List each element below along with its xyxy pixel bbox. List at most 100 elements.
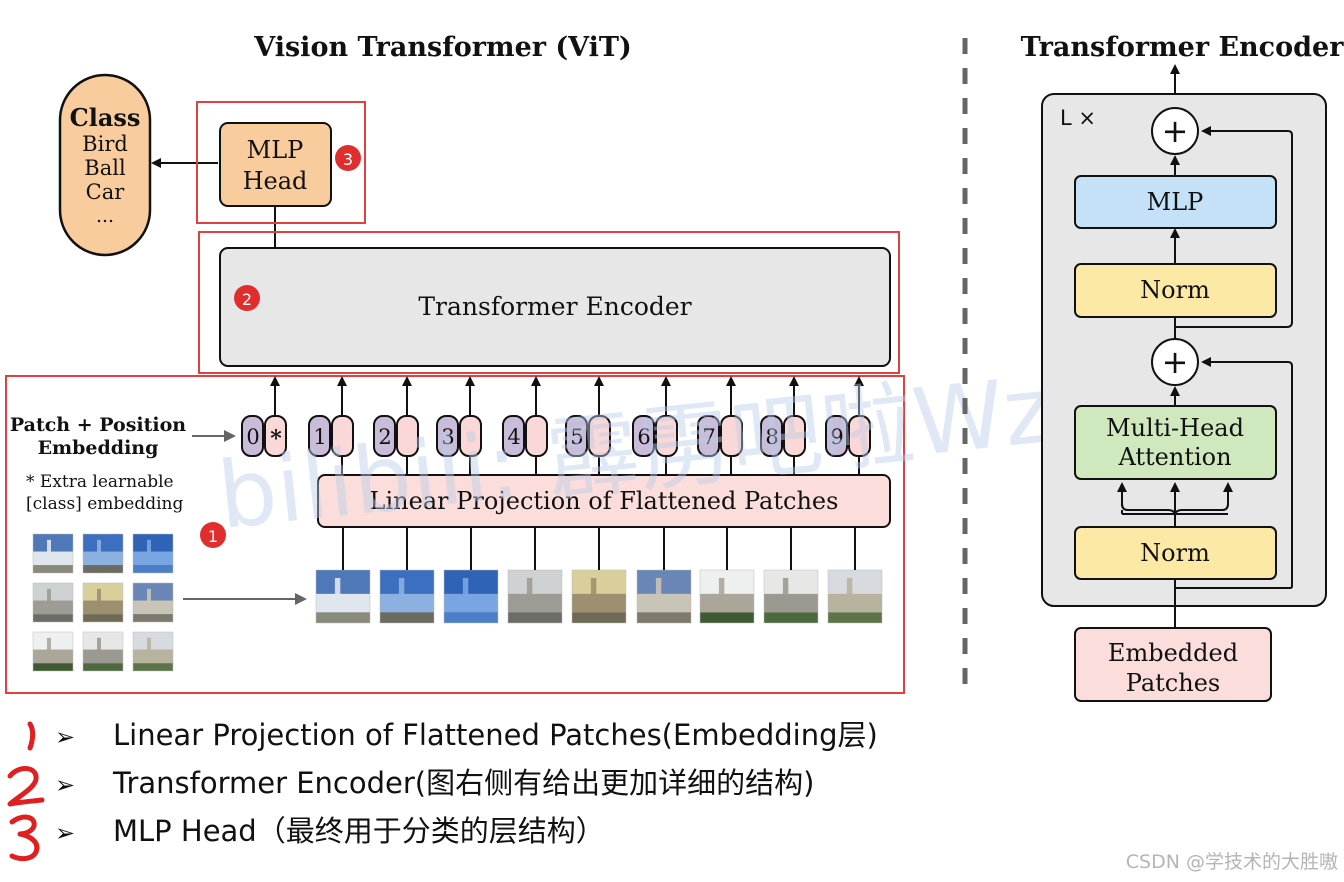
image-patch (827, 569, 883, 624)
token-pair: 9 (825, 376, 871, 475)
image-patch (82, 631, 124, 672)
token-index: 5 (570, 425, 583, 449)
embedded-patches-label: Embedded (1108, 639, 1238, 667)
note-row-2: ➢ Transformer Encoder(图右侧有给出更加详细的结构) (7, 766, 814, 807)
image-patch (699, 569, 755, 624)
class-item: Ball (84, 156, 126, 180)
region-badge-label: 2 (242, 290, 252, 309)
position-embedding-token (697, 415, 720, 457)
token-pair: 4 (502, 376, 548, 475)
residual-path-2 (1175, 126, 1293, 328)
position-embedding-token (825, 415, 848, 457)
token-index: 2 (378, 425, 391, 449)
image-patch (82, 582, 124, 623)
token-index: 6 (637, 425, 650, 449)
region-outline-encoder (198, 231, 900, 374)
image-patch (132, 582, 174, 623)
position-embedding-token (760, 415, 783, 457)
token-pair: 0* (241, 376, 287, 457)
token-index: 1 (313, 425, 326, 449)
norm-top-label: Norm (1140, 276, 1210, 304)
note-text: Linear Projection of Flattened Patches(E… (113, 718, 878, 752)
token-pair: 3 (436, 376, 482, 475)
token-pair: 2 (373, 376, 419, 475)
image-patch (443, 569, 499, 624)
linear-projection-label: Linear Projection of Flattened Patches (370, 487, 839, 515)
flattened-patches (315, 527, 883, 624)
image-patch (82, 533, 124, 574)
add-symbol: + (1162, 343, 1189, 381)
image-patch (507, 569, 563, 624)
token-pair: 7 (697, 376, 743, 475)
image-patch (315, 569, 371, 624)
handwritten-marker-1 (27, 721, 36, 751)
extra-note: [class] embedding (26, 494, 183, 514)
footer-credit: CSDN @学技术的大胜嗷 (1126, 851, 1338, 873)
image-patch (132, 631, 174, 672)
token-index: 3 (441, 425, 454, 449)
note-bullet: ➢ (55, 819, 75, 847)
token-pair: 6 (632, 376, 678, 475)
region-badge-3 (335, 145, 361, 171)
extra-note: * Extra learnable (26, 472, 174, 492)
vit-title: Vision Transformer (ViT) (253, 32, 632, 63)
region-badge-label: 1 (208, 527, 218, 546)
mlp-label: MLP (1147, 188, 1204, 216)
token-index: 4 (507, 425, 520, 449)
region-badge-1 (200, 522, 226, 548)
position-embedding-token (241, 415, 264, 457)
image-patch (571, 569, 627, 624)
image-patch (132, 533, 174, 574)
image-patch (763, 569, 819, 624)
note-text: Transformer Encoder(图右侧有给出更加详细的结构) (112, 766, 814, 800)
class-token-symbol: * (270, 426, 282, 452)
add-node-2 (1151, 107, 1199, 155)
mlp-head-label: Head (243, 167, 308, 195)
class-item: ... (96, 205, 114, 227)
linear-projection-box (317, 474, 891, 528)
repeat-label: L × (1060, 106, 1096, 130)
image-patch (379, 569, 435, 624)
class-item: Car (86, 180, 126, 204)
position-embedding-token (308, 415, 331, 457)
note-text: MLP Head（最终用于分类的层结构） (113, 814, 605, 848)
position-embedding-token (373, 415, 396, 457)
embedding-label: Embedding (38, 437, 159, 459)
position-embedding-token (632, 415, 655, 457)
attention-label: Multi-Head (1106, 414, 1244, 442)
input-image-grid (32, 533, 174, 672)
add-symbol: + (1162, 112, 1189, 150)
image-patch (32, 582, 74, 623)
token-pair: 1 (308, 376, 354, 475)
mlp-head-label: MLP (247, 136, 304, 164)
note-row-3: ➢ MLP Head（最终用于分类的层结构） (9, 814, 605, 862)
residual-path-1 (1175, 357, 1293, 589)
embedded-patches-label: Patches (1126, 669, 1220, 697)
transformer-encoder-label: Transformer Encoder (418, 292, 691, 321)
class-item: Bird (82, 132, 128, 156)
token-index: 9 (830, 425, 843, 449)
handwritten-marker-2 (7, 766, 45, 807)
image-patch (32, 533, 74, 574)
token-pair: 8 (760, 376, 806, 475)
image-patch (32, 631, 74, 672)
position-embedding-token (565, 415, 588, 457)
token-pair: 5 (565, 376, 611, 475)
note-row-1: ➢ Linear Projection of Flattened Patches… (27, 718, 878, 752)
image-patch (636, 569, 692, 624)
region-outline-mlp-head (196, 101, 366, 224)
handwritten-marker-3 (9, 814, 40, 862)
region-badge-2 (234, 285, 260, 311)
attention-label: Attention (1117, 443, 1231, 471)
encoder-detail-title: Transformer Encoder (1021, 32, 1344, 63)
class-title: Class (70, 103, 141, 132)
embedding-label: Patch + Position (10, 414, 186, 436)
token-index: 7 (702, 425, 715, 449)
region-badge-label: 3 (343, 150, 353, 169)
note-bullet: ➢ (55, 771, 75, 799)
position-embedding-token (502, 415, 525, 457)
token-index: 0 (246, 425, 259, 449)
token-index: 8 (765, 425, 778, 449)
